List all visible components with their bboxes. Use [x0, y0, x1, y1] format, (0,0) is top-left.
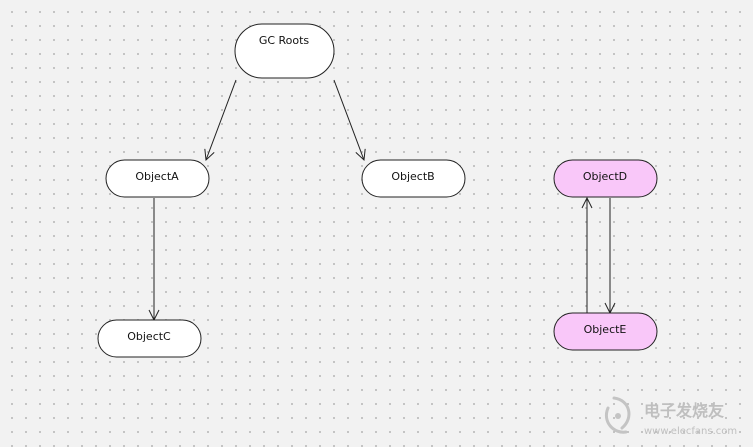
node-label: GC Roots: [259, 34, 310, 47]
node-object-e[interactable]: ObjectE: [553, 312, 658, 351]
watermark-url-text: www.elecfans.com: [644, 426, 737, 437]
elecfans-logo-icon: [605, 396, 631, 434]
watermark-brand-text: 电子发烧友: [644, 401, 725, 420]
node-label: ObjectD: [583, 170, 627, 183]
node-shape: [97, 319, 202, 358]
node-label: ObjectB: [391, 170, 434, 183]
edges: [154, 79, 610, 320]
node-shape: [553, 312, 658, 351]
node-shape: [361, 159, 466, 198]
node-object-c[interactable]: ObjectC: [97, 319, 202, 358]
node-object-a[interactable]: ObjectA: [105, 159, 210, 198]
node-object-d[interactable]: ObjectD: [553, 159, 658, 198]
node-gc-roots[interactable]: GC Roots: [234, 23, 335, 79]
node-shape: [553, 159, 658, 198]
edge-gc-roots-to-object-a: [206, 79, 237, 160]
node-shape: [105, 159, 210, 198]
edge-gc-roots-to-object-b: [333, 79, 364, 160]
node-label: ObjectA: [135, 170, 179, 183]
node-shape: [234, 23, 335, 79]
node-label: ObjectC: [127, 330, 171, 343]
node-label: ObjectE: [584, 323, 627, 336]
node-object-b[interactable]: ObjectB: [361, 159, 466, 198]
elecfans-watermark: 电子发烧友 www.elecfans.com: [605, 396, 737, 437]
